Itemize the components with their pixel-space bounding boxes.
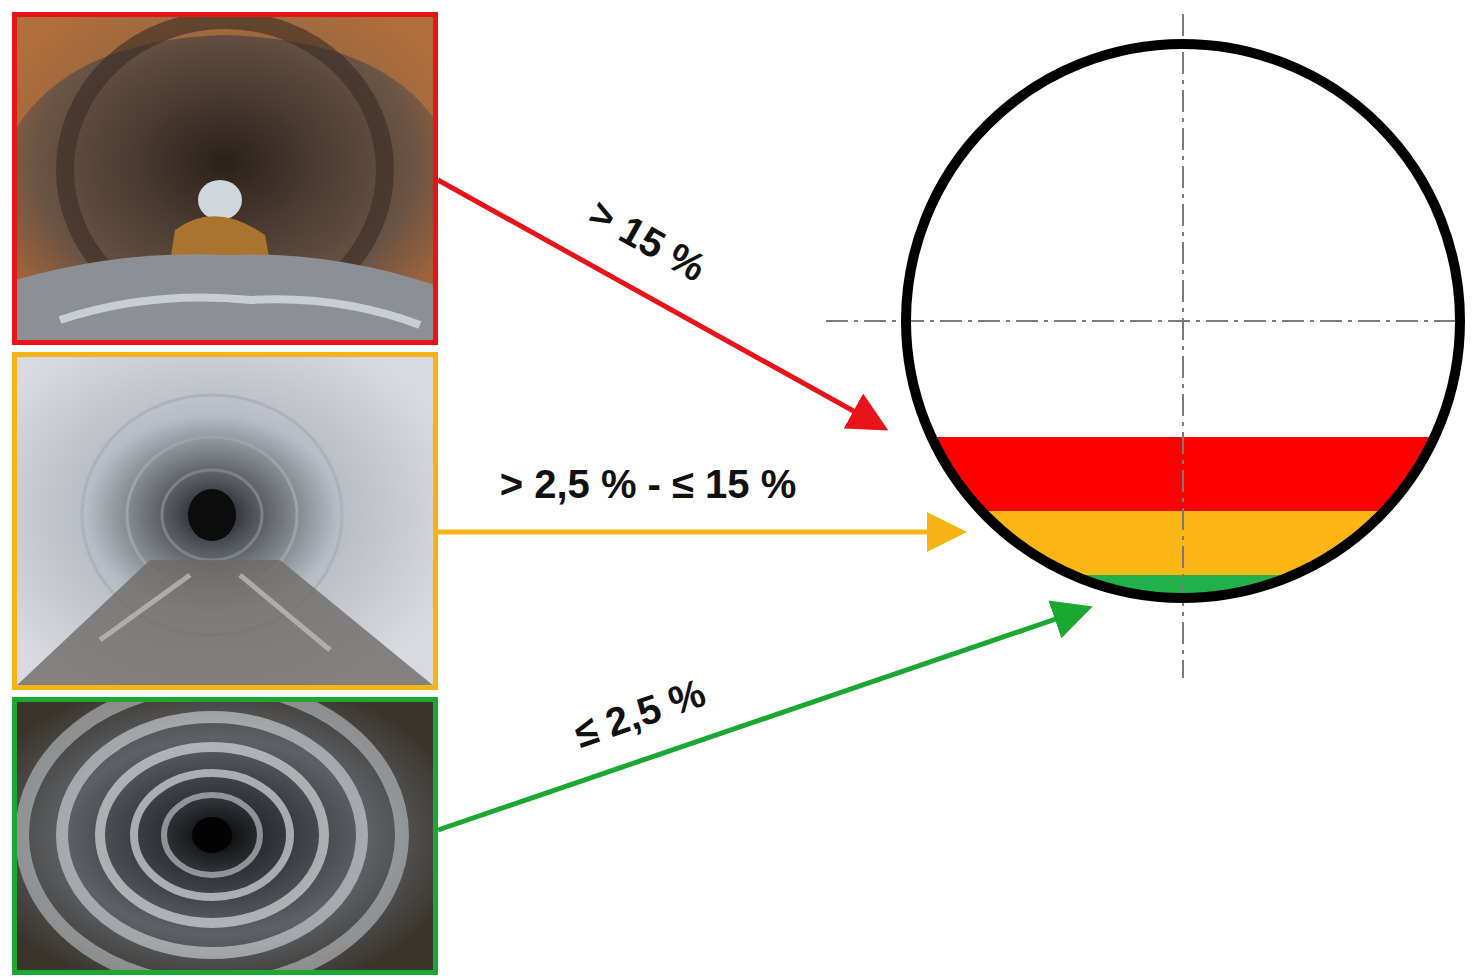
pipe-photo — [15, 700, 435, 972]
percent-label: > 15 % — [582, 190, 713, 289]
arrow — [438, 180, 884, 428]
percent-label: > 2,5 % - ≤ 15 % — [500, 462, 797, 506]
pipe-cross-section — [826, 14, 1472, 678]
arrow — [438, 530, 962, 535]
arrow — [438, 608, 1088, 830]
pipe-photo — [15, 15, 435, 342]
pipe-photo — [15, 355, 435, 687]
